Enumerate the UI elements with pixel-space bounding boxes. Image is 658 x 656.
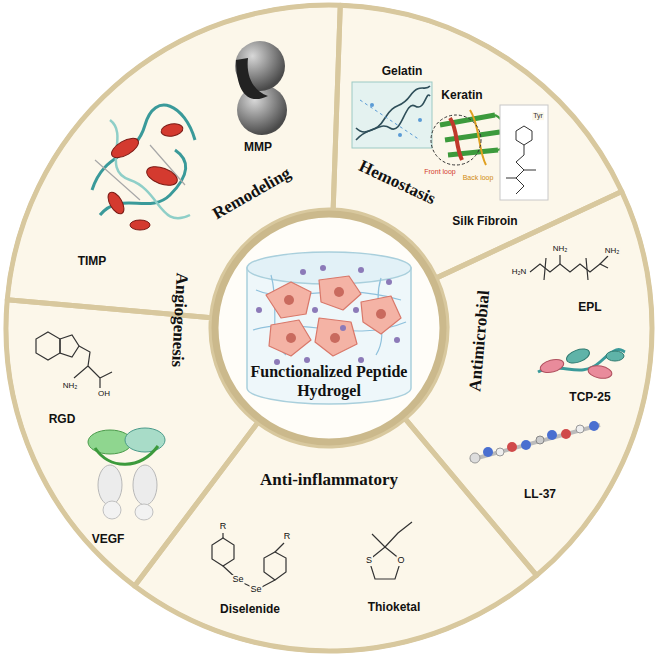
item-label: TIMP: [78, 255, 107, 268]
structure-label: Front loop: [424, 168, 456, 176]
structure-label: O: [396, 556, 405, 566]
structure-label: Se: [231, 575, 244, 585]
sector-title: Hemostasis: [355, 157, 437, 209]
structure-label: R: [219, 522, 228, 532]
vegf-protein: [88, 428, 165, 520]
sector-title: Angiogenesis: [167, 272, 191, 367]
timp-protein: [92, 105, 195, 230]
thioketal-structure: [369, 522, 412, 579]
item-label: EPL: [578, 301, 601, 314]
structure-label: Se: [249, 585, 262, 595]
sector-title: Remodeling: [209, 164, 294, 224]
epl-structure: [530, 255, 608, 280]
gelatin-helix: [352, 82, 432, 148]
sector-title: Anti-inflammatory: [260, 471, 398, 490]
tcp25-ribbon: [538, 346, 625, 380]
diselenide-structure: [212, 533, 286, 589]
structure-label: OH: [97, 390, 111, 399]
item-label: RGD: [49, 413, 76, 426]
structure-label: NH₂: [604, 247, 621, 256]
item-label: MMP: [244, 141, 272, 154]
rgd-structure: [36, 332, 112, 388]
structure-label: Back loop: [463, 174, 494, 182]
item-label: Gelatin: [382, 65, 423, 78]
mmp-spheres: [235, 41, 287, 135]
center-circle: Functionalized Peptide Hydrogel: [211, 210, 447, 446]
item-label: VEGF: [92, 533, 125, 546]
item-label: LL-37: [524, 488, 556, 501]
item-label: Keratin: [441, 89, 482, 102]
hydrogel-illustration: [211, 210, 447, 446]
center-title: Functionalized Peptide Hydrogel: [239, 362, 419, 400]
item-label: TCP-25: [569, 391, 610, 404]
structure-label: NH₂: [62, 382, 79, 391]
structure-label: R: [283, 532, 292, 542]
structure-label: S: [365, 556, 373, 566]
item-label: Silk Fibroin: [452, 215, 517, 228]
structure-label: NH₂: [552, 245, 569, 254]
structure-label: Tyr: [532, 112, 544, 120]
silk-fibroin-structure: [500, 105, 548, 200]
item-label: Diselenide: [220, 603, 280, 616]
structure-label: H₂N: [511, 268, 528, 277]
sector-title: Antimicrobial: [467, 290, 494, 393]
ll37-ball-stick: [470, 421, 600, 463]
keratin-ribbon: [431, 110, 505, 165]
item-label: Thioketal: [368, 601, 421, 614]
